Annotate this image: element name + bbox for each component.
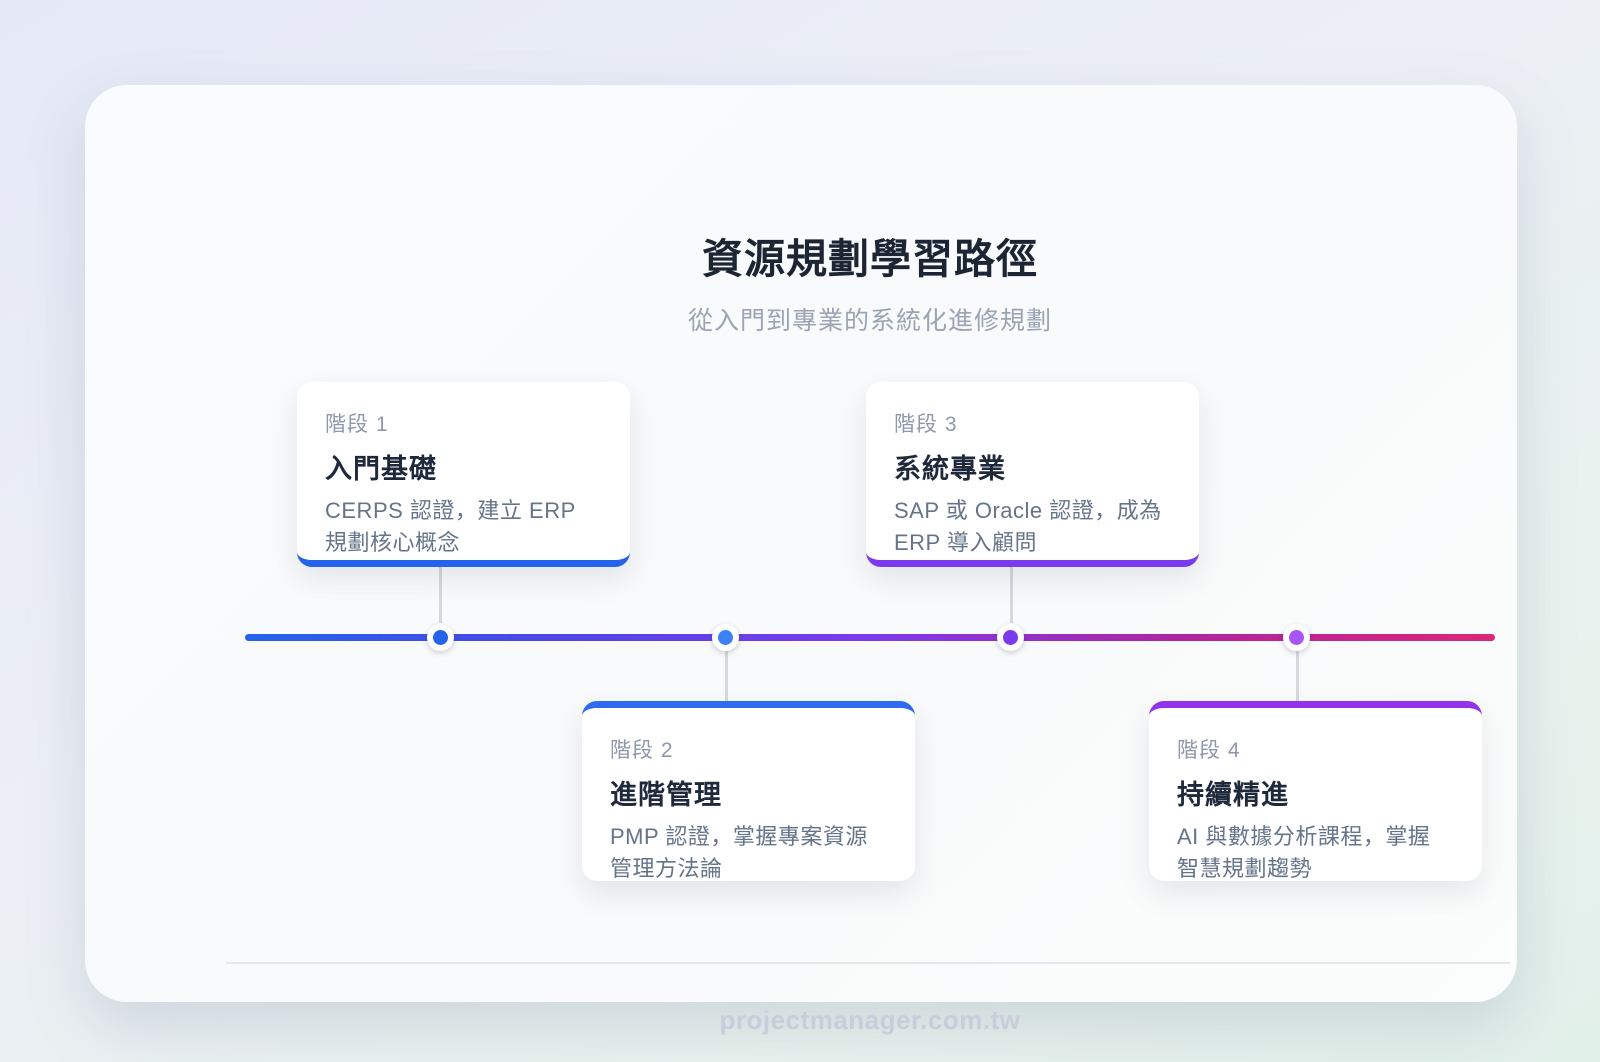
stage-title: 進階管理	[610, 780, 722, 810]
stage-title: 入門基礎	[325, 454, 437, 484]
page-subtitle: 從入門到專業的系統化進修規劃	[687, 307, 1052, 335]
connector-stage-2	[725, 651, 728, 701]
stage-description: PMP 認證，掌握專案資源管理方法論	[610, 824, 868, 882]
connector-stage-3	[1010, 567, 1013, 623]
stage-card-1: 階段 1 入門基礎 CERPS 認證，建立 ERP 規劃核心概念	[297, 382, 630, 567]
connector-stage-1	[439, 567, 442, 623]
timeline-dot-2	[712, 624, 739, 651]
stage-label: 階段 2	[610, 739, 674, 762]
stage-label: 階段 4	[1177, 739, 1241, 762]
stage-description: SAP 或 Oracle 認證，成為 ERP 導入顧問	[894, 498, 1162, 556]
footer-site-url: projectmanager.com.tw	[719, 1005, 1021, 1035]
main-panel: 資源規劃學習路徑 從入門到專業的系統化進修規劃 階段 1 入門基礎 CERPS …	[85, 85, 1517, 1035]
timeline-track	[245, 634, 1495, 641]
stage-card-3: 階段 3 系統專業 SAP 或 Oracle 認證，成為 ERP 導入顧問	[866, 382, 1199, 567]
footer-divider	[226, 962, 1510, 964]
stage-description: AI 與數據分析課程，掌握智慧規劃趨勢	[1177, 824, 1431, 882]
stage-card-4: 階段 4 持續精進 AI 與數據分析課程，掌握智慧規劃趨勢	[1149, 701, 1482, 881]
timeline-dot-3	[997, 624, 1024, 651]
stage-description: CERPS 認證，建立 ERP 規劃核心概念	[325, 498, 576, 556]
timeline-dot-1	[427, 624, 454, 651]
timeline-dot-4	[1283, 624, 1310, 651]
connector-stage-4	[1296, 651, 1299, 701]
stage-label: 階段 3	[894, 413, 958, 436]
stage-label: 階段 1	[325, 413, 389, 436]
stage-title: 持續精進	[1177, 780, 1289, 810]
page-title: 資源規劃學習路徑	[702, 236, 1038, 282]
stage-title: 系統專業	[894, 454, 1006, 484]
stage-card-2: 階段 2 進階管理 PMP 認證，掌握專案資源管理方法論	[582, 701, 915, 881]
